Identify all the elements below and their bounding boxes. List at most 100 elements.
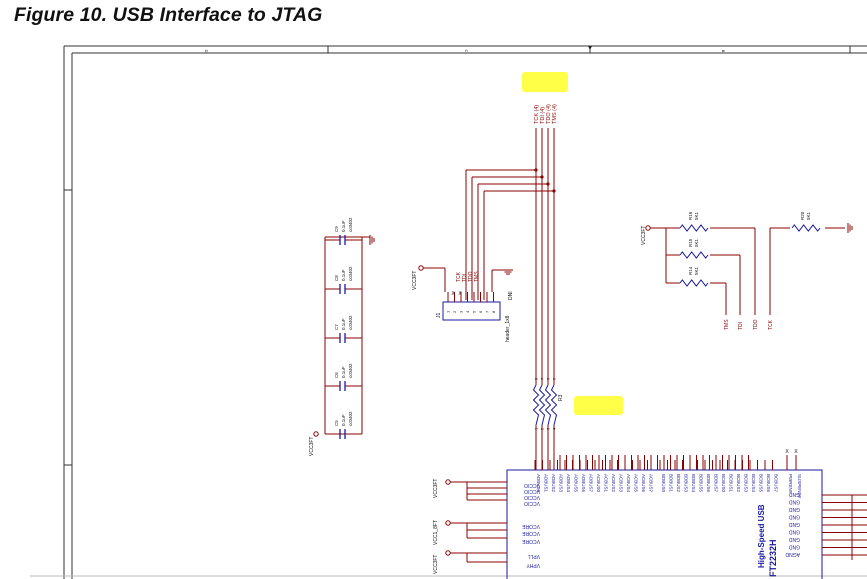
cap-supply-label: VCC3FT — [309, 437, 315, 456]
chip-pin-label: VCCIO — [524, 488, 540, 494]
chip-pin-label: GND — [789, 499, 801, 505]
chip-pin-label: AGND — [785, 551, 800, 557]
chip-supply-label: VCC3FT — [433, 555, 439, 574]
label: C7 — [334, 324, 339, 330]
chip-part-number: FT2232H — [768, 539, 778, 577]
chip-pin-label: ADBUS6 — [581, 474, 586, 493]
resistor-symbol — [791, 224, 821, 232]
chip-pin-label: ACBUS4 — [626, 474, 631, 493]
jtag-output-labels: TCK (4)TDI (4)TDO (4)TMS (4) — [534, 104, 558, 124]
label: 0.1uF — [341, 366, 346, 378]
label: 5K1 — [806, 211, 811, 220]
label: C5 — [334, 420, 339, 426]
chip-pin-label: PWREN# — [788, 474, 793, 494]
rpack-ref: R3 — [558, 394, 564, 401]
rpack-pin-number: 4 — [552, 427, 557, 430]
rpack-pin-number: 7 — [540, 377, 545, 380]
signal-wires — [325, 128, 845, 470]
header-signal-label: TDO — [468, 271, 474, 282]
label: cc0402 — [348, 315, 353, 330]
label: 0.1uF — [341, 414, 346, 426]
header-part: header_1x8 — [505, 315, 511, 342]
chip-pin-label: VCORE — [522, 523, 540, 529]
rpack-pin-number: 3 — [546, 427, 551, 430]
chip-pin-label: BCBUS0 — [721, 474, 726, 493]
chip-pin-label: VPLL — [528, 553, 540, 559]
header-signal-label: TMS — [474, 271, 480, 282]
chip-pin-label: GND — [789, 529, 801, 535]
rpack-pin-number: 8 — [534, 377, 539, 380]
jtag-signal-label: TMS (4) — [552, 104, 558, 124]
pullup-signal-label: TCK — [768, 319, 774, 330]
label: 5K1 — [694, 266, 699, 275]
chip-pin-label: VPHY — [526, 562, 540, 568]
chip-pin-label: VCORE — [522, 530, 540, 536]
jtag-signal-label: TCK (4) — [534, 105, 540, 124]
chip-pin-label: ADBUS2 — [551, 474, 556, 493]
chip-pin-label: ACBUS7 — [648, 474, 653, 493]
no-connect-icon: X — [451, 291, 455, 297]
chip-pin-label: BDBUS3 — [683, 474, 688, 493]
power-port-icon — [418, 265, 424, 271]
junction-dot — [546, 182, 550, 186]
junction-dot — [534, 168, 538, 172]
header-ref: J1 — [436, 313, 442, 319]
chip-pin-label: BCBUS6 — [766, 474, 771, 493]
chip-pin-label: ACBUS6 — [641, 474, 646, 493]
header-pin-number: 4 — [465, 310, 470, 313]
resistor-symbol — [679, 251, 709, 259]
no-connect-icon: X — [794, 449, 798, 455]
label: 0.1uF — [341, 269, 346, 281]
resistor-symbol — [679, 224, 709, 232]
jtag-signal-label: TDO (4) — [546, 104, 552, 124]
rpack-pin-number: 1 — [534, 427, 539, 430]
label: cc0402 — [348, 411, 353, 426]
label: 0.1uF — [341, 318, 346, 330]
rpack-element — [538, 384, 546, 426]
chip-pin-label: BCBUS2 — [736, 474, 741, 493]
rpack-pin-number: 6 — [546, 377, 551, 380]
no-connect-icon: X — [785, 449, 789, 455]
label: cc0402 — [348, 363, 353, 378]
chip-pin-label: VCORE — [522, 538, 540, 544]
chip-pin-label: ADBUS0 — [536, 474, 541, 493]
label: 5K1 — [694, 211, 699, 220]
header-pin-number: 7 — [485, 310, 490, 313]
chip-body — [506, 469, 823, 579]
chip-pin-label: BDBUS4 — [691, 474, 696, 493]
chip-pin-label: BCBUS4 — [751, 474, 756, 493]
label: R15 — [688, 238, 693, 247]
chip-pin-label: ADBUS1 — [543, 474, 548, 493]
jtag-signal-label: TDI (4) — [540, 107, 546, 124]
chip-pin-label: BDBUS0 — [661, 474, 666, 493]
chip-pin-label: GND — [789, 491, 801, 497]
highlight-mark — [522, 72, 568, 92]
chip-pin-label: SUSPEND# — [797, 474, 802, 499]
chip-pin-label: ADBUS3 — [558, 474, 563, 493]
chip-pin-label: ACBUS1 — [603, 474, 608, 493]
chip-pin-label: GND — [789, 506, 801, 512]
chip-pin-label: VCCIO — [524, 494, 540, 500]
label: 5K1 — [694, 238, 699, 247]
chip-pin-label: ACBUS5 — [633, 474, 638, 493]
power-port-icon — [645, 225, 651, 231]
rpack-pin-number: 5 — [552, 377, 557, 380]
chip-pin-label: VCCIO — [524, 482, 540, 488]
label: C9 — [334, 226, 339, 232]
junction-dot — [552, 189, 556, 193]
label: C6 — [334, 372, 339, 378]
junction-dot — [540, 175, 544, 179]
resistor-symbol — [679, 279, 709, 287]
header-pin-number: 8 — [491, 310, 496, 313]
chip-supply-label: VCC3FT — [433, 479, 439, 498]
header-pin-number: 3 — [459, 310, 464, 313]
